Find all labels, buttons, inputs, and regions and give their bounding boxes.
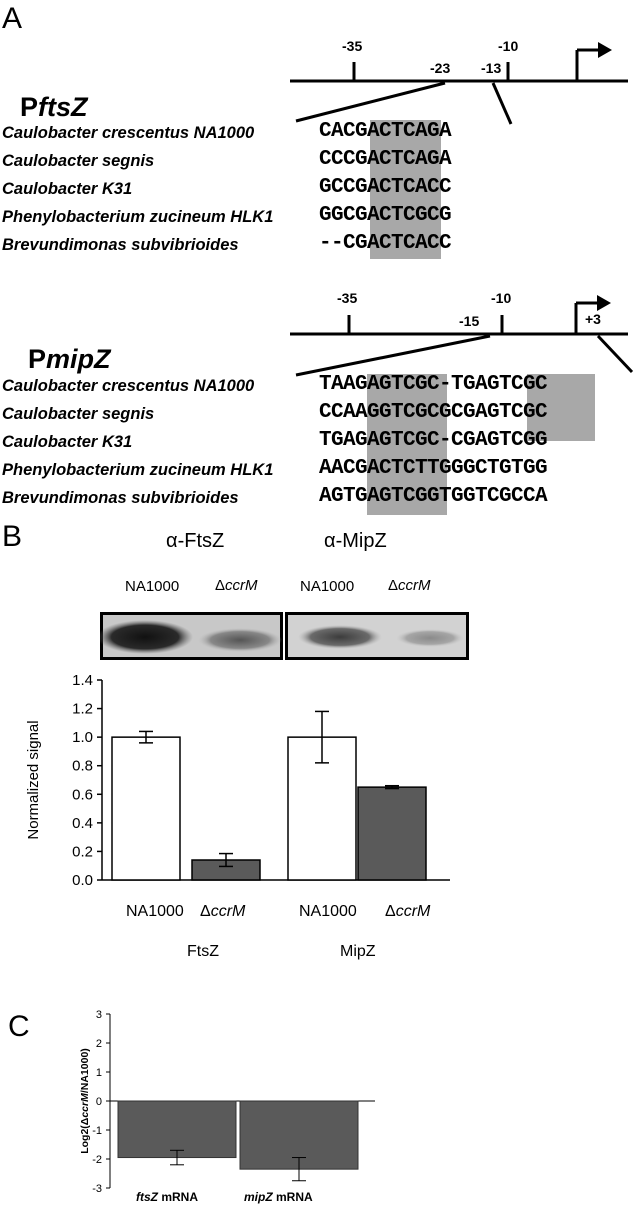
ftsz-label-minus23: -23 xyxy=(430,60,451,76)
blot-band-mipz-na1000 xyxy=(298,625,382,649)
blot-lane-mipz-na1000: NA1000 xyxy=(300,578,355,595)
ftsz-label-minus35: -35 xyxy=(342,38,363,54)
ftsz-label-minus10: -10 xyxy=(498,38,519,54)
promoter-diagrams xyxy=(290,42,634,377)
ftsz-conserved-motif-box xyxy=(370,120,441,259)
chart-b-y-tick-label: 0.2 xyxy=(72,843,93,860)
chart-b-category-2: NA1000 xyxy=(299,903,357,920)
mipz-label-minus35: -35 xyxy=(337,290,358,306)
ftsz-sequence-3: GGCGACTCGCG xyxy=(319,204,452,227)
blot-title-mipz: α-MipZ xyxy=(324,530,387,552)
chart-b-category-1: ΔccrM xyxy=(200,903,246,920)
mipz-zoom-line-left xyxy=(295,334,491,377)
blot-title-ftsz: α-FtsZ xyxy=(166,530,225,552)
chart-c-y-tick-label: 1 xyxy=(96,1067,102,1079)
panel-b-letter: B xyxy=(2,520,23,553)
blot-band-ftsz-na1000 xyxy=(100,620,193,654)
chart-c-category-1: mipZ mRNA xyxy=(244,1190,313,1204)
panel-a-letter: A xyxy=(2,2,23,35)
chart-b-y-tick-label: 1.0 xyxy=(72,729,93,746)
ftsz-label-minus13: -13 xyxy=(481,60,502,76)
mipz-sequence-3: AACGACTCTTGGGCTGTGG xyxy=(319,457,548,480)
group-label-ftsz: FtsZ xyxy=(187,943,219,960)
ftsz-zoom-line-left xyxy=(295,81,446,123)
mipz-tss-arrowhead xyxy=(597,295,611,311)
ftsz-promoter-name: PftsZ xyxy=(20,92,88,122)
ftsz-sequence-2: GCCGACTCACC xyxy=(319,176,452,199)
chart-b-y-tick-label: 0.0 xyxy=(72,872,93,889)
ftsz-zoom-line-right xyxy=(491,82,513,125)
chart-b-y-tick-label: 0.8 xyxy=(72,758,93,775)
panel-c-letter: C xyxy=(8,1010,30,1043)
chart-b-category-3: ΔccrM xyxy=(385,903,431,920)
mipz-label-minus10: -10 xyxy=(491,290,512,306)
chart-c-y-tick-label: -3 xyxy=(92,1183,102,1195)
blot-lane-ftsz-ccrm: ΔccrM xyxy=(215,577,258,594)
ftsz-organism-3: Phenylobacterium zucineum HLK1 xyxy=(2,208,274,226)
chart-c-y-tick-label: 2 xyxy=(96,1038,102,1050)
mipz-organism-2: Caulobacter K31 xyxy=(2,433,133,451)
chart-c-y-tick-label: -2 xyxy=(92,1154,102,1166)
group-label-mipz: MipZ xyxy=(340,943,376,960)
mipz-label-minus15: -15 xyxy=(459,313,480,329)
mipz-sequence-2: TGAGAGTCGC-CGAGTCGG xyxy=(319,429,548,452)
chart-c-y-tick-label: 0 xyxy=(96,1096,102,1108)
mipz-zoom-line-right xyxy=(596,334,634,374)
blot-band-mipz-ccrm xyxy=(396,629,464,647)
chart-c-y-tick-label: -1 xyxy=(92,1125,102,1137)
ftsz-organism-0: Caulobacter crescentus NA1000 xyxy=(2,124,255,142)
mipz-organism-1: Caulobacter segnis xyxy=(2,405,155,423)
mipz-conserved-motif-box-2 xyxy=(527,374,595,441)
mipz-conserved-motif-box-1 xyxy=(367,374,447,515)
ftsz-tss-arrowhead xyxy=(598,42,612,58)
ftsz-organism-2: Caulobacter K31 xyxy=(2,180,133,198)
mipz-sequence-0: TAAGAGTCGC-TGAGTCGC xyxy=(319,373,548,396)
chart-b-y-tick-label: 0.4 xyxy=(72,815,93,832)
mipz-sequence-1: CCAAGGTCGCGCGAGTCGC xyxy=(319,401,548,424)
chart-c-y-label: Log2(ΔccrM/NA1000) xyxy=(79,1048,91,1154)
mipz-sequence-4: AGTGAGTCGGTGGTCGCCA xyxy=(319,485,548,508)
mipz-organism-3: Phenylobacterium zucineum HLK1 xyxy=(2,461,274,479)
chart-c-category-0: ftsZ mRNA xyxy=(136,1190,199,1204)
mipz-organism-0: Caulobacter crescentus NA1000 xyxy=(2,377,255,395)
chart-c-bar-0 xyxy=(117,1100,237,1159)
ftsz-sequence-4: --CGACTCACC xyxy=(319,232,452,255)
ftsz-sequence-1: CCCGACTCAGA xyxy=(319,148,452,171)
western-blot-image xyxy=(100,612,469,660)
chart-b-y-tick-label: 1.4 xyxy=(72,672,93,689)
blot-lane-mipz-ccrm: ΔccrM xyxy=(388,577,431,594)
mipz-promoter-name: PmipZ xyxy=(28,344,111,374)
chart-c-y-tick-label: 3 xyxy=(96,1009,102,1021)
mipz-organism-4: Brevundimonas subvibrioides xyxy=(2,489,239,507)
chart-b-bar-3 xyxy=(357,786,427,881)
ftsz-sequence-0: CACGACTCAGA xyxy=(319,120,452,143)
blot-lane-ftsz-na1000: NA1000 xyxy=(125,578,180,595)
chart-b-y-tick-label: 0.6 xyxy=(72,786,93,803)
blot-band-ftsz-ccrm xyxy=(198,628,282,652)
chart-b-y-tick-label: 1.2 xyxy=(72,701,93,718)
chart-b-bar-0 xyxy=(111,736,181,881)
ftsz-organism-4: Brevundimonas subvibrioides xyxy=(2,236,239,254)
chart-b-y-label: Normalized signal xyxy=(25,720,42,839)
mipz-label-plus3: +3 xyxy=(585,311,601,327)
ftsz-organism-1: Caulobacter segnis xyxy=(2,152,155,170)
chart-b-category-0: NA1000 xyxy=(126,903,184,920)
